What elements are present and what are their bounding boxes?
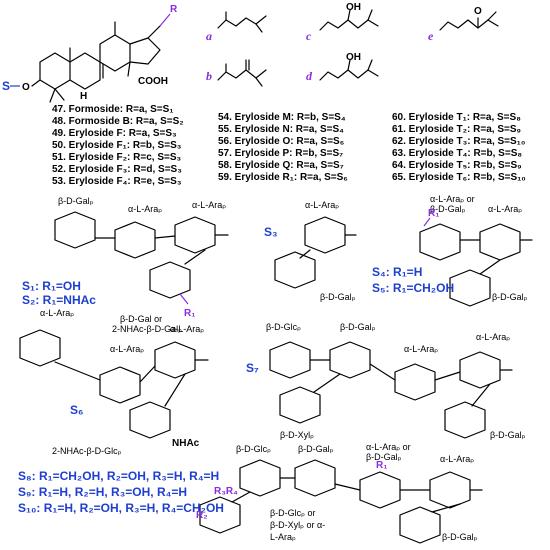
side-chain-b-label: b [206,69,212,83]
h-label: H [80,91,87,102]
s8-arag1-label: α-L-Araₚ or [366,442,411,452]
s1-ara2-label: α-L-Araₚ [192,200,226,210]
compound-47: 47. Formoside: R=a, S=S₁ [52,104,173,115]
s8-glc-label: β-D-Glcₚ [236,444,271,454]
s1-gal-label: β-D-Galₚ [58,196,94,206]
s7-ara1-label: α-L-Araₚ [404,344,438,354]
s4s5-gal-label: β-D-Galₚ [492,292,528,302]
s8-arag2-label: β-D-Galₚ [366,452,402,462]
s5-label: S₅: R₁=CH₂OH [372,281,454,295]
s3-sugar-structure [274,216,357,289]
s4s5-top2-label: β-D-Galₚ [430,204,466,214]
compound-60: 60. Eryloside T₁: R=a, S=S₈ [392,112,521,123]
compound-63: 63. Eryloside T₄: R=b, S=S₈ [392,148,522,159]
s1-ara1-label: α-L-Araₚ [128,204,162,214]
side-chain-e-label: e [428,29,434,43]
s3-ara-label: α-L-Araₚ [305,200,339,210]
s8-alt3-label: L-Araₚ [270,532,296,542]
side-chain-e [439,11,499,31]
s7-label: S₇ [246,361,259,375]
s4-s5-sugar-structure [419,217,533,307]
compound-59: 59. Eryloside R₁: R=a, S=S₆ [218,172,348,183]
s1-s2-sugar-structure [54,211,229,305]
s6-ara1-label: α-L-Araₚ [40,308,74,318]
s6-label: S₆ [70,403,83,417]
s6-glc-label: 2-NHAc-β-D-Glcₚ [52,446,122,456]
s8-ara-label: α-L-Araₚ [440,454,474,464]
side-chain-d-oh: OH [346,52,361,63]
s8-r2-label: R₂ [196,510,208,521]
s8-label: S₈: R₁=CH₂OH, R₂=OH, R₃=H, R₄=H [18,469,219,483]
compound-62: 62. Eryloside T₃: R=a, S=S₁₀ [392,136,525,147]
compound-58: 58. Eryloside Q: R=a, S=S₇ [218,160,344,171]
s7-ara2-label: α-L-Araₚ [476,332,510,342]
compound-48: 48. Formoside B: R=a, S=S₂ [52,116,184,127]
s6-ara3-label: α-L-Araₚ [170,324,204,334]
compound-53: 53. Eryloside F₄: R=e, S=S₃ [52,176,182,187]
side-chain-c-oh: OH [346,2,361,13]
compound-51: 51. Eryloside F₂: R=c, S=S₃ [52,152,181,163]
compound-56: 56. Eryloside O: R=a, S=S₆ [218,136,344,147]
compound-61: 61. Eryloside T₂: R=a, S=S₉ [392,124,521,135]
s4s5-r1-label: R₁ [428,208,439,219]
side-chain-c-label: c [306,29,312,43]
s3-label: S₃ [264,225,278,239]
side-chain-a-label: a [206,29,212,43]
side-chain-d-label: d [306,69,313,83]
compound-50: 50. Eryloside F₁: R=b, S=S₃ [52,140,182,151]
s8-r1-label: R₁ [376,460,387,471]
compound-list-1: 47. Formoside: R=a, S=S₁ 48. Formoside B… [52,104,184,187]
s7-xyl-label: β-D-Xylₚ [280,430,314,440]
s1-nhac-label: 2-NHAc-β-D-Galₚ [112,324,182,334]
s9-label: S₉: R₁=H, R₂=H, R₃=OH, R₄=H [18,485,187,499]
compound-49: 49. Eryloside F: R=a, S=S₃ [52,128,177,139]
s-label: S [2,79,10,93]
compound-55: 55. Eryloside N: R=a, S=S₄ [218,124,344,135]
s7-gal2-label: β-D-Galₚ [490,430,526,440]
s8-s10-sugar-structure [199,459,483,544]
side-chain-b [217,59,267,87]
compound-54: 54. Eryloside M: R=b, S=S₄ [218,112,346,123]
s7-sugar-structure [269,341,513,439]
s4-label: S₄: R₁=H [372,265,422,279]
s1-gal2-label: β-D-Gal or [120,314,162,324]
steroid-core [10,13,171,103]
s8-r3r4-label: R₃R₄ [214,486,238,497]
s8-gal-label: β-D-Galₚ [298,444,334,454]
o-label: O [22,82,30,93]
s7-glc-label: β-D-Glcₚ [266,322,301,332]
side-chain-a [217,11,267,33]
s8-gal2-label: β-D-Galₚ [442,532,478,542]
compound-list-2: 54. Eryloside M: R=b, S=S₄ 55. Eryloside… [218,112,348,183]
s4s5-ara-label: α-L-Araₚ [488,204,522,214]
r-label: R [170,4,178,15]
s2-label: S₂: R₁=NHAc [22,293,96,307]
compound-list-3: 60. Eryloside T₁: R=a, S=S₈ 61. Erylosid… [392,112,526,183]
s1-r1-label: R₁ [184,308,195,319]
side-chain-c [319,9,379,31]
s6-ara2-label: α-L-Araₚ [110,344,144,354]
cooh-label: COOH [138,76,168,87]
s3-gal-label: β-D-Galₚ [320,292,356,302]
compound-64: 64. Eryloside T₅: R=b, S=S₉ [392,160,522,171]
side-chain-d [319,59,379,81]
s7-gal1-label: β-D-Galₚ [340,322,376,332]
s4s5-top1-label: α-L-Araₚ or [430,194,475,204]
s6-nhac-label: NHAc [172,438,200,449]
compound-65: 65. Eryloside T₆: R=b, S=S₁₀ [392,172,526,183]
s8-alt2-label: β-D-Xylₚ or α- [270,520,325,530]
s6-sugar-structure [19,329,209,439]
side-chain-e-o: O [474,6,482,17]
compound-57: 57. Eryloside P: R=b, S=S₇ [218,148,343,159]
s10-label: S₁₀: R₁=H, R₂=OH, R₃=H, R₄=CH₂OH [18,501,224,515]
s1-label: S₁: R₁=OH [22,279,81,293]
compound-52: 52. Eryloside F₃: R=d, S=S₃ [52,164,182,175]
s8-alt1-label: β-D-Glcₚ or [270,508,316,518]
